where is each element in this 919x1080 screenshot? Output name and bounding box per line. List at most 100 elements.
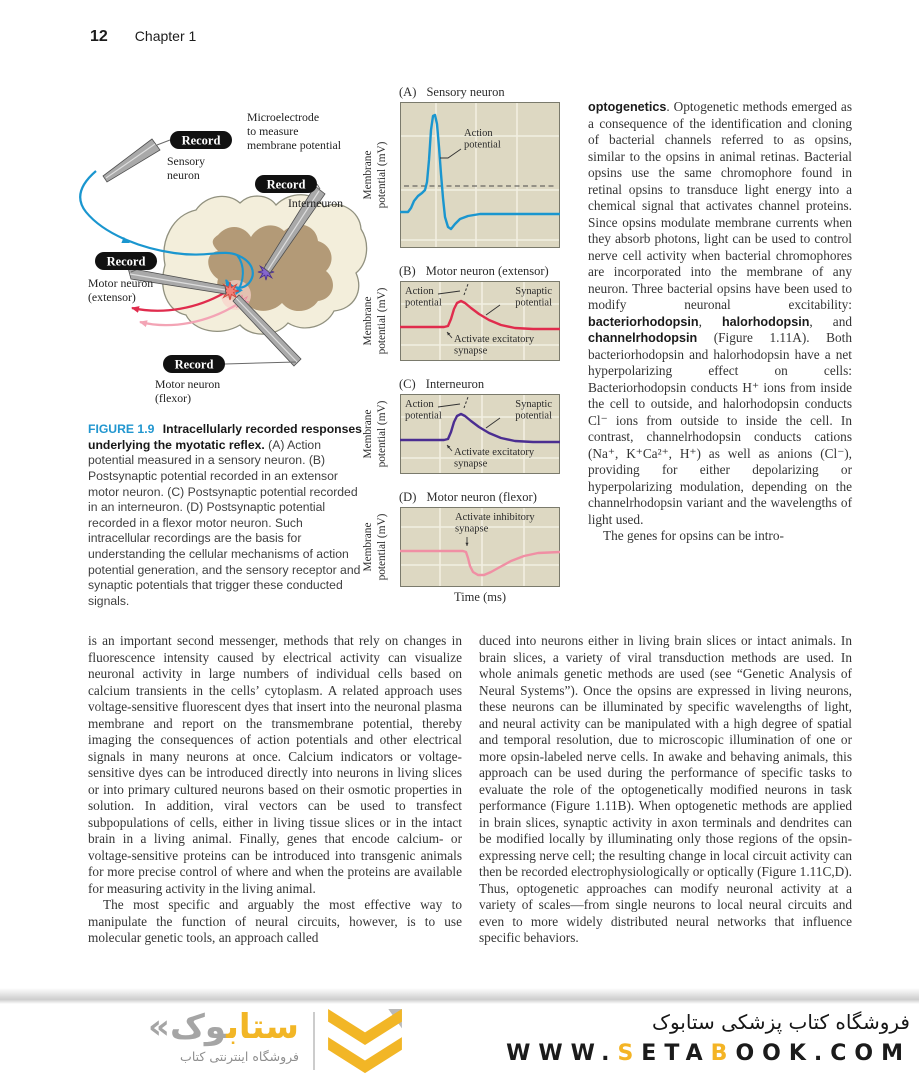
panel-title-text: Interneuron: [425, 377, 485, 391]
logo-tagline: فروشگاه اینترنتی کتاب: [180, 1049, 299, 1064]
label-microelectrode: Microelectrode: [247, 110, 319, 124]
svg-text:Record: Record: [267, 178, 306, 192]
column-right-narrow: optogenetics. Optogenetic methods emerge…: [588, 99, 852, 545]
myotatic-reflex-diagram: Record Record Record Record Sensory neur…: [70, 95, 372, 407]
column-bottom-left: is an important second messenger, method…: [88, 633, 462, 947]
panel-title-text: Motor neuron (extensor): [425, 264, 549, 278]
trace: [400, 299, 560, 331]
setabook-logo: ستابوک« فروشگاه اینترنتی کتاب: [85, 1008, 299, 1064]
label-motor-extensor: Motor neuron: [88, 276, 153, 290]
setabook-wordmark: ستابوک«: [148, 1007, 299, 1047]
clipped-peak-dash: [463, 396, 469, 409]
plot-a-ylabel: Membrane potential (mV): [362, 141, 388, 209]
bookstore-url: WWW.SETABOOK.COM: [506, 1041, 911, 1066]
connector-line: [156, 139, 171, 146]
panel-label: (D): [399, 490, 417, 504]
plot-frame: [400, 394, 560, 474]
diagram-svg: Record Record Record Record Sensory neur…: [79, 110, 368, 405]
panel-label: (C): [399, 377, 416, 391]
paragraph: duced into neurons either in living brai…: [479, 633, 852, 945]
time-axis-label: Time (ms): [454, 590, 506, 604]
paragraph: is an important second messenger, method…: [88, 633, 462, 896]
label-interneuron: Interneuron: [288, 196, 343, 210]
clipped-peak-dash: [463, 283, 469, 296]
annotation-leader: [485, 304, 501, 316]
sensory-axon: [79, 170, 254, 289]
plot-c-ylabel: Membrane potential (mV): [362, 400, 388, 468]
panel-label: (A): [399, 85, 417, 99]
plot-a-title: (A) Sensory neuron: [399, 85, 505, 100]
connector-line: [224, 361, 297, 365]
figure-label: FIGURE 1.9: [88, 422, 155, 437]
label-motor-flexor: Motor neuron: [155, 377, 220, 391]
figure-title: Intracellularly recorded responses under…: [88, 422, 362, 452]
scan-shadow-band: [0, 988, 919, 1004]
svg-text:Record: Record: [107, 255, 146, 269]
paragraph: The genes for opsins can be intro-: [603, 528, 784, 543]
setabook-chevron-emblem-icon: [328, 1009, 402, 1080]
annotation-leader: [437, 290, 461, 295]
label-motor-extensor: (extensor): [88, 290, 136, 304]
connector-line: [316, 183, 321, 190]
annotation-leader: [440, 148, 462, 159]
bookstore-title-fa: فروشگاه کتاب پزشکی ستابوک: [652, 1010, 910, 1034]
electrode-interneuron-highlight: [267, 190, 320, 271]
logo-divider: [313, 1012, 315, 1070]
chevron-left-icon: «: [148, 1007, 170, 1047]
plot-d-title: (D) Motor neuron (flexor): [399, 490, 537, 505]
panel-title-text: Motor neuron (flexor): [426, 490, 537, 504]
record-badge-sensory: Record: [170, 131, 232, 149]
trace: [400, 549, 560, 577]
electrode-sensory-highlight: [105, 143, 156, 179]
plot-c-title: (C) Interneuron: [399, 377, 484, 392]
electrode-extensor-highlight: [129, 273, 226, 291]
electrode-flexor-highlight: [235, 297, 298, 363]
paragraph: The most specific and arguably the most …: [88, 897, 462, 945]
svg-text:Record: Record: [175, 358, 214, 372]
record-badge-flexor: Record: [163, 355, 225, 373]
plot-b-title: (B) Motor neuron (extensor): [399, 264, 549, 279]
annotation-arrowhead: [465, 542, 469, 546]
flexor-axon: [139, 304, 237, 328]
paragraph: optogenetics. Optogenetic methods emerge…: [588, 99, 852, 527]
bookstore-footer: ستابوک« فروشگاه اینترنتی کتاب فروشگاه کت…: [0, 1004, 919, 1080]
annotation-arrowhead: [447, 445, 451, 449]
label-sensory-neuron: Sensory: [167, 154, 205, 168]
running-head: 12 Chapter 1: [90, 28, 196, 46]
trace: [400, 412, 560, 444]
record-badge-interneuron: Record: [255, 175, 317, 193]
annotation-leader: [485, 417, 501, 429]
page-number: 12: [90, 28, 108, 45]
label-microelectrode: to measure: [247, 124, 298, 138]
extensor-axon: [131, 292, 225, 313]
trace: [400, 113, 560, 231]
plot-frame: [400, 507, 560, 587]
figure-caption: FIGURE 1.9 Intracellularly recorded resp…: [88, 422, 366, 609]
column-bottom-right: duced into neurons either in living brai…: [479, 633, 852, 947]
sensory-axon-arrow: [121, 237, 130, 243]
electrode-extensor-icon: [127, 267, 227, 295]
label-sensory-neuron: neuron: [167, 168, 200, 182]
label-microelectrode: membrane potential: [247, 138, 342, 152]
annotation-arrowhead: [447, 332, 451, 336]
figure-caption-body: (A) Action potential measured in a senso…: [88, 437, 361, 608]
chapter-title: Chapter 1: [134, 28, 197, 44]
plot-frame: [400, 281, 560, 361]
